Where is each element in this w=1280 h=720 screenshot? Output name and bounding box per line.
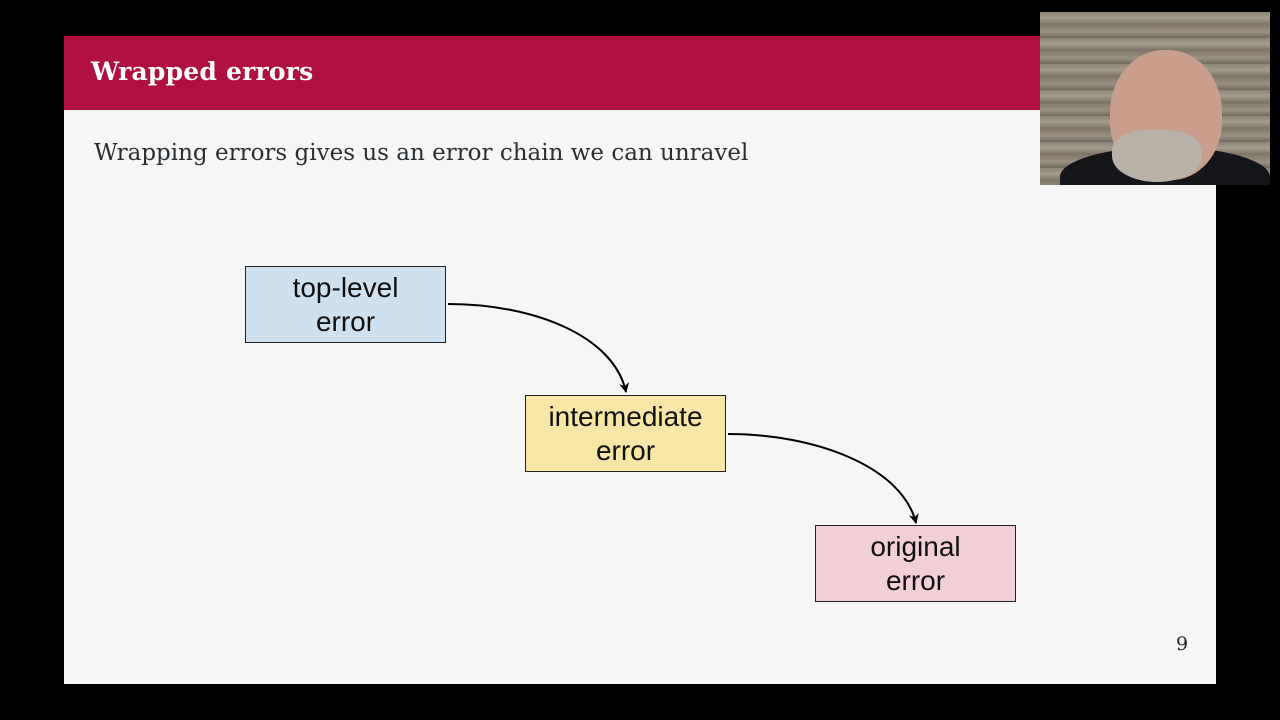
diagram-arrows [447,303,919,524]
node-intermediate-error: intermediate error [525,395,726,472]
node-label-line: error [885,564,946,596]
node-label-line: top-level [292,271,399,303]
node-original-error: original error [815,525,1016,602]
node-label-line: error [315,305,376,337]
edge-top-level-to-intermediate [447,303,629,393]
presenter-beard [1112,130,1202,182]
slide: Wrapped errors Wrapping errors gives us … [64,36,1216,684]
edge-intermediate-to-original [727,433,919,524]
slide-title: Wrapped errors [91,57,314,86]
node-label-line: error [595,434,656,466]
node-label-line: original [870,530,961,562]
node-top-level-error: top-level error [245,266,446,343]
node-label-line: intermediate [548,400,703,432]
webcam-overlay [1040,12,1270,185]
slide-subtitle: Wrapping errors gives us an error chain … [94,140,749,166]
page-number: 9 [1176,633,1189,655]
title-bar: Wrapped errors [64,36,1216,110]
